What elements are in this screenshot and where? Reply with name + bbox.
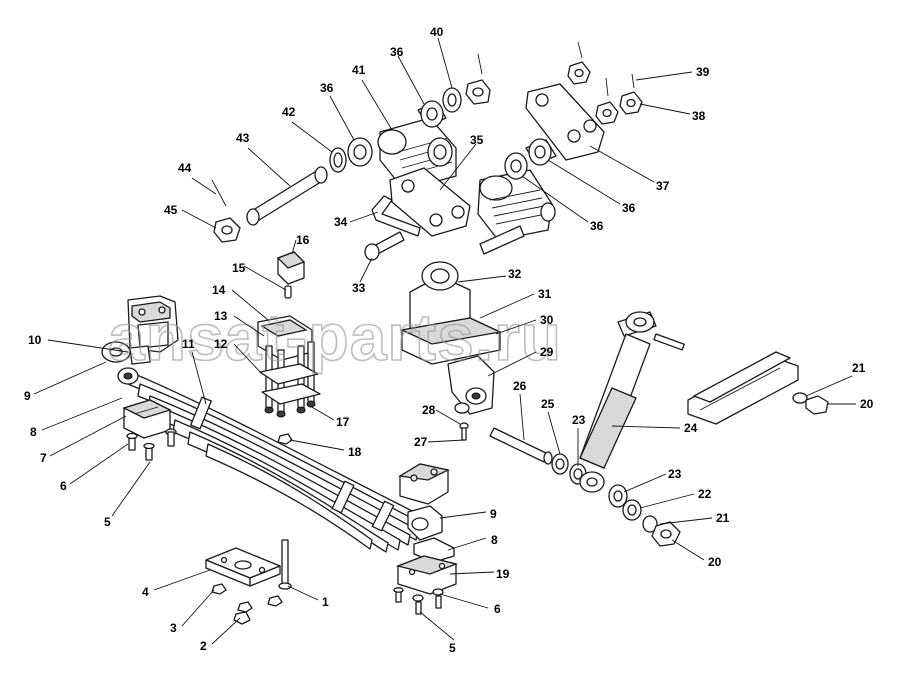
callout-18: 18 — [348, 445, 362, 459]
pin-33 — [364, 231, 405, 261]
callout-6-left: 6 — [60, 479, 67, 493]
callout-28: 28 — [422, 403, 436, 417]
bushing-36-left — [347, 137, 373, 167]
nuts-3-2 — [211, 583, 283, 625]
rubber-pad-7 — [122, 399, 172, 439]
upper-bracket — [687, 351, 829, 425]
callout-21-bottom: 21 — [716, 511, 730, 525]
ring-42 — [329, 147, 347, 173]
washers-23-22-21-20 — [608, 484, 681, 547]
plate-37 — [525, 83, 605, 161]
callout-6-right: 6 — [494, 602, 501, 616]
callout-20-top: 20 — [860, 397, 874, 411]
callout-3: 3 — [170, 621, 177, 635]
callout-20-bottom: 20 — [708, 555, 722, 569]
callout-36-b: 36 — [390, 45, 404, 59]
washers-25-23 — [551, 453, 587, 485]
bolts-left — [126, 428, 177, 461]
callout-31: 31 — [538, 287, 552, 301]
shock-absorber-24 — [579, 311, 685, 493]
washer-40 — [442, 87, 462, 113]
callout-36-a: 36 — [320, 81, 334, 95]
long-bolt-1 — [278, 539, 292, 590]
nuts-38 — [567, 41, 643, 125]
bump-stop-16 — [276, 251, 306, 285]
callout-32: 32 — [508, 267, 522, 281]
callout-26: 26 — [513, 379, 527, 393]
bottom-plate-4 — [205, 547, 281, 587]
plate-35 — [389, 167, 471, 237]
callout-39: 39 — [696, 65, 710, 79]
callout-15: 15 — [232, 261, 246, 275]
callout-42: 42 — [282, 105, 296, 119]
callout-34: 34 — [334, 215, 348, 229]
callout-12: 12 — [214, 337, 228, 351]
callout-25: 25 — [541, 397, 555, 411]
callout-23-left: 23 — [572, 413, 586, 427]
leader-lines — [33, 37, 856, 645]
callout-4: 4 — [142, 585, 149, 599]
pin-26 — [489, 427, 553, 465]
callout-14: 14 — [212, 283, 226, 297]
callout-29: 29 — [540, 345, 554, 359]
bushing-36-right — [504, 138, 557, 180]
callout-9-left: 9 — [24, 389, 31, 403]
bushing-36-top — [417, 100, 447, 128]
callout-1: 1 — [322, 595, 329, 609]
rear-shackle — [407, 505, 443, 541]
nut-18 — [277, 433, 293, 445]
cotter-44 — [211, 179, 227, 207]
bolts-rear — [393, 587, 444, 615]
callout-36-d: 36 — [622, 201, 636, 215]
callout-5-left: 5 — [104, 515, 111, 529]
callout-21-top: 21 — [852, 361, 866, 375]
callout-41: 41 — [352, 63, 366, 77]
callout-38: 38 — [692, 109, 706, 123]
pin-15 — [284, 285, 292, 299]
callout-2: 2 — [200, 639, 207, 653]
callout-43: 43 — [236, 131, 250, 145]
nut-45 — [213, 217, 241, 243]
callout-9-right: 9 — [490, 507, 497, 521]
ubolt-seat-assembly — [257, 315, 321, 418]
callout-labels: 1 2 3 4 5 5 6 6 7 8 8 9 9 10 11 12 13 14… — [24, 25, 874, 655]
shackle-bushing-left — [101, 341, 151, 365]
callout-23-right: 23 — [668, 467, 682, 481]
callout-17: 17 — [336, 415, 350, 429]
callout-5-right: 5 — [449, 641, 456, 655]
callout-40: 40 — [430, 25, 444, 39]
callout-11: 11 — [182, 337, 195, 351]
callout-33: 33 — [352, 281, 366, 295]
callout-24: 24 — [684, 421, 698, 435]
callout-8-left: 8 — [30, 425, 37, 439]
callout-36-c: 36 — [590, 219, 604, 233]
callout-19: 19 — [496, 567, 510, 581]
rear-seat-19 — [395, 555, 459, 595]
center-bracket — [399, 261, 503, 415]
bracket-34 — [371, 195, 421, 237]
callout-10: 10 — [28, 333, 42, 347]
callout-35: 35 — [470, 133, 484, 147]
callout-44: 44 — [178, 161, 192, 175]
callout-37: 37 — [656, 179, 670, 193]
callout-7: 7 — [40, 451, 47, 465]
rear-bracket — [398, 463, 450, 505]
leaf-spring — [117, 367, 433, 553]
callout-27: 27 — [414, 435, 428, 449]
pin-43 — [246, 166, 328, 226]
callout-8-right: 8 — [491, 533, 498, 547]
callout-22: 22 — [698, 487, 712, 501]
callout-45: 45 — [164, 203, 178, 217]
link-41-lower — [477, 169, 556, 255]
nut-28-washer-27 — [454, 402, 470, 441]
callout-30: 30 — [540, 313, 554, 327]
nut-40 — [465, 53, 491, 105]
watermark: ansat-parts.ru — [108, 300, 562, 374]
callout-13: 13 — [214, 309, 228, 323]
callout-16: 16 — [296, 233, 310, 247]
link-41 — [377, 117, 457, 191]
